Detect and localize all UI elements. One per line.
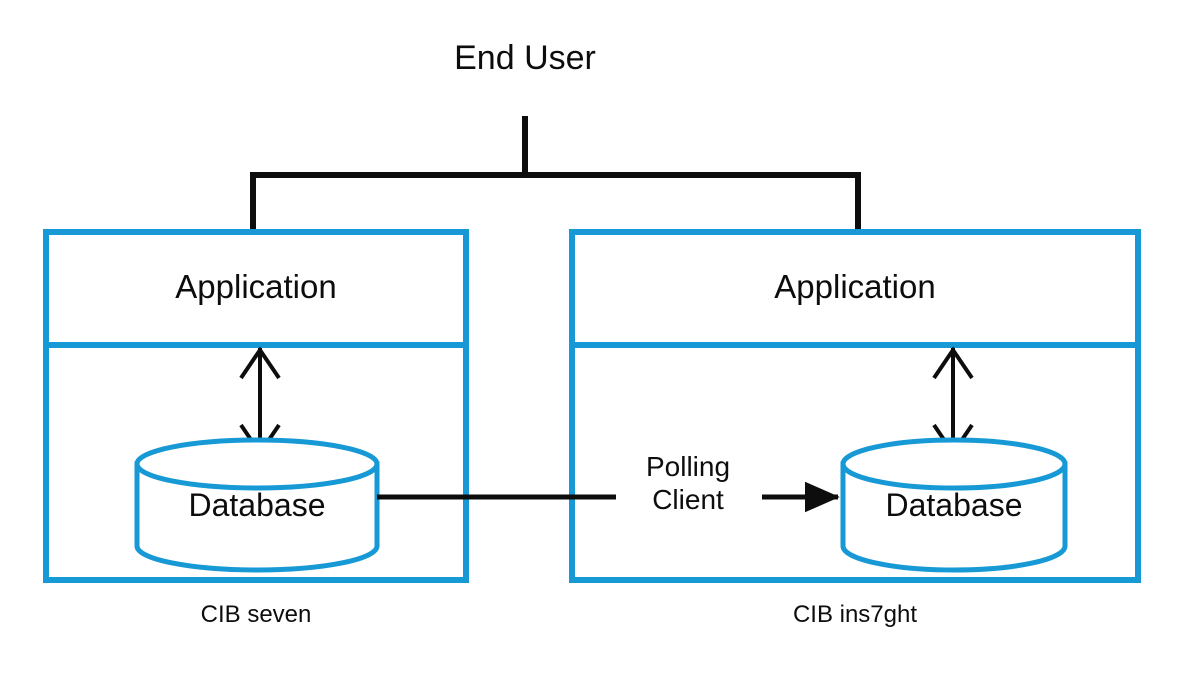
caption-cib-ins7ght: CIB ins7ght — [792, 601, 918, 628]
caption-cib-seven: CIB seven — [200, 601, 312, 628]
system-box-cib-seven — [43, 229, 469, 583]
database-cylinder-left — [134, 437, 380, 573]
end-user-label: End User — [454, 39, 596, 77]
database-cylinder-right — [840, 437, 1068, 573]
system-box-cib-ins7ght — [569, 229, 1141, 583]
end-user-connector — [250, 116, 861, 234]
application-label-cib-seven: Application — [175, 268, 337, 305]
application-label-cib-ins7ght: Application — [774, 268, 936, 305]
database-label-cib-seven: Database — [188, 487, 326, 523]
polling-client-label-line2: Client — [652, 484, 724, 516]
database-label-cib-ins7ght: Database — [885, 487, 1023, 523]
polling-client-label-line1: Polling — [645, 451, 731, 482]
